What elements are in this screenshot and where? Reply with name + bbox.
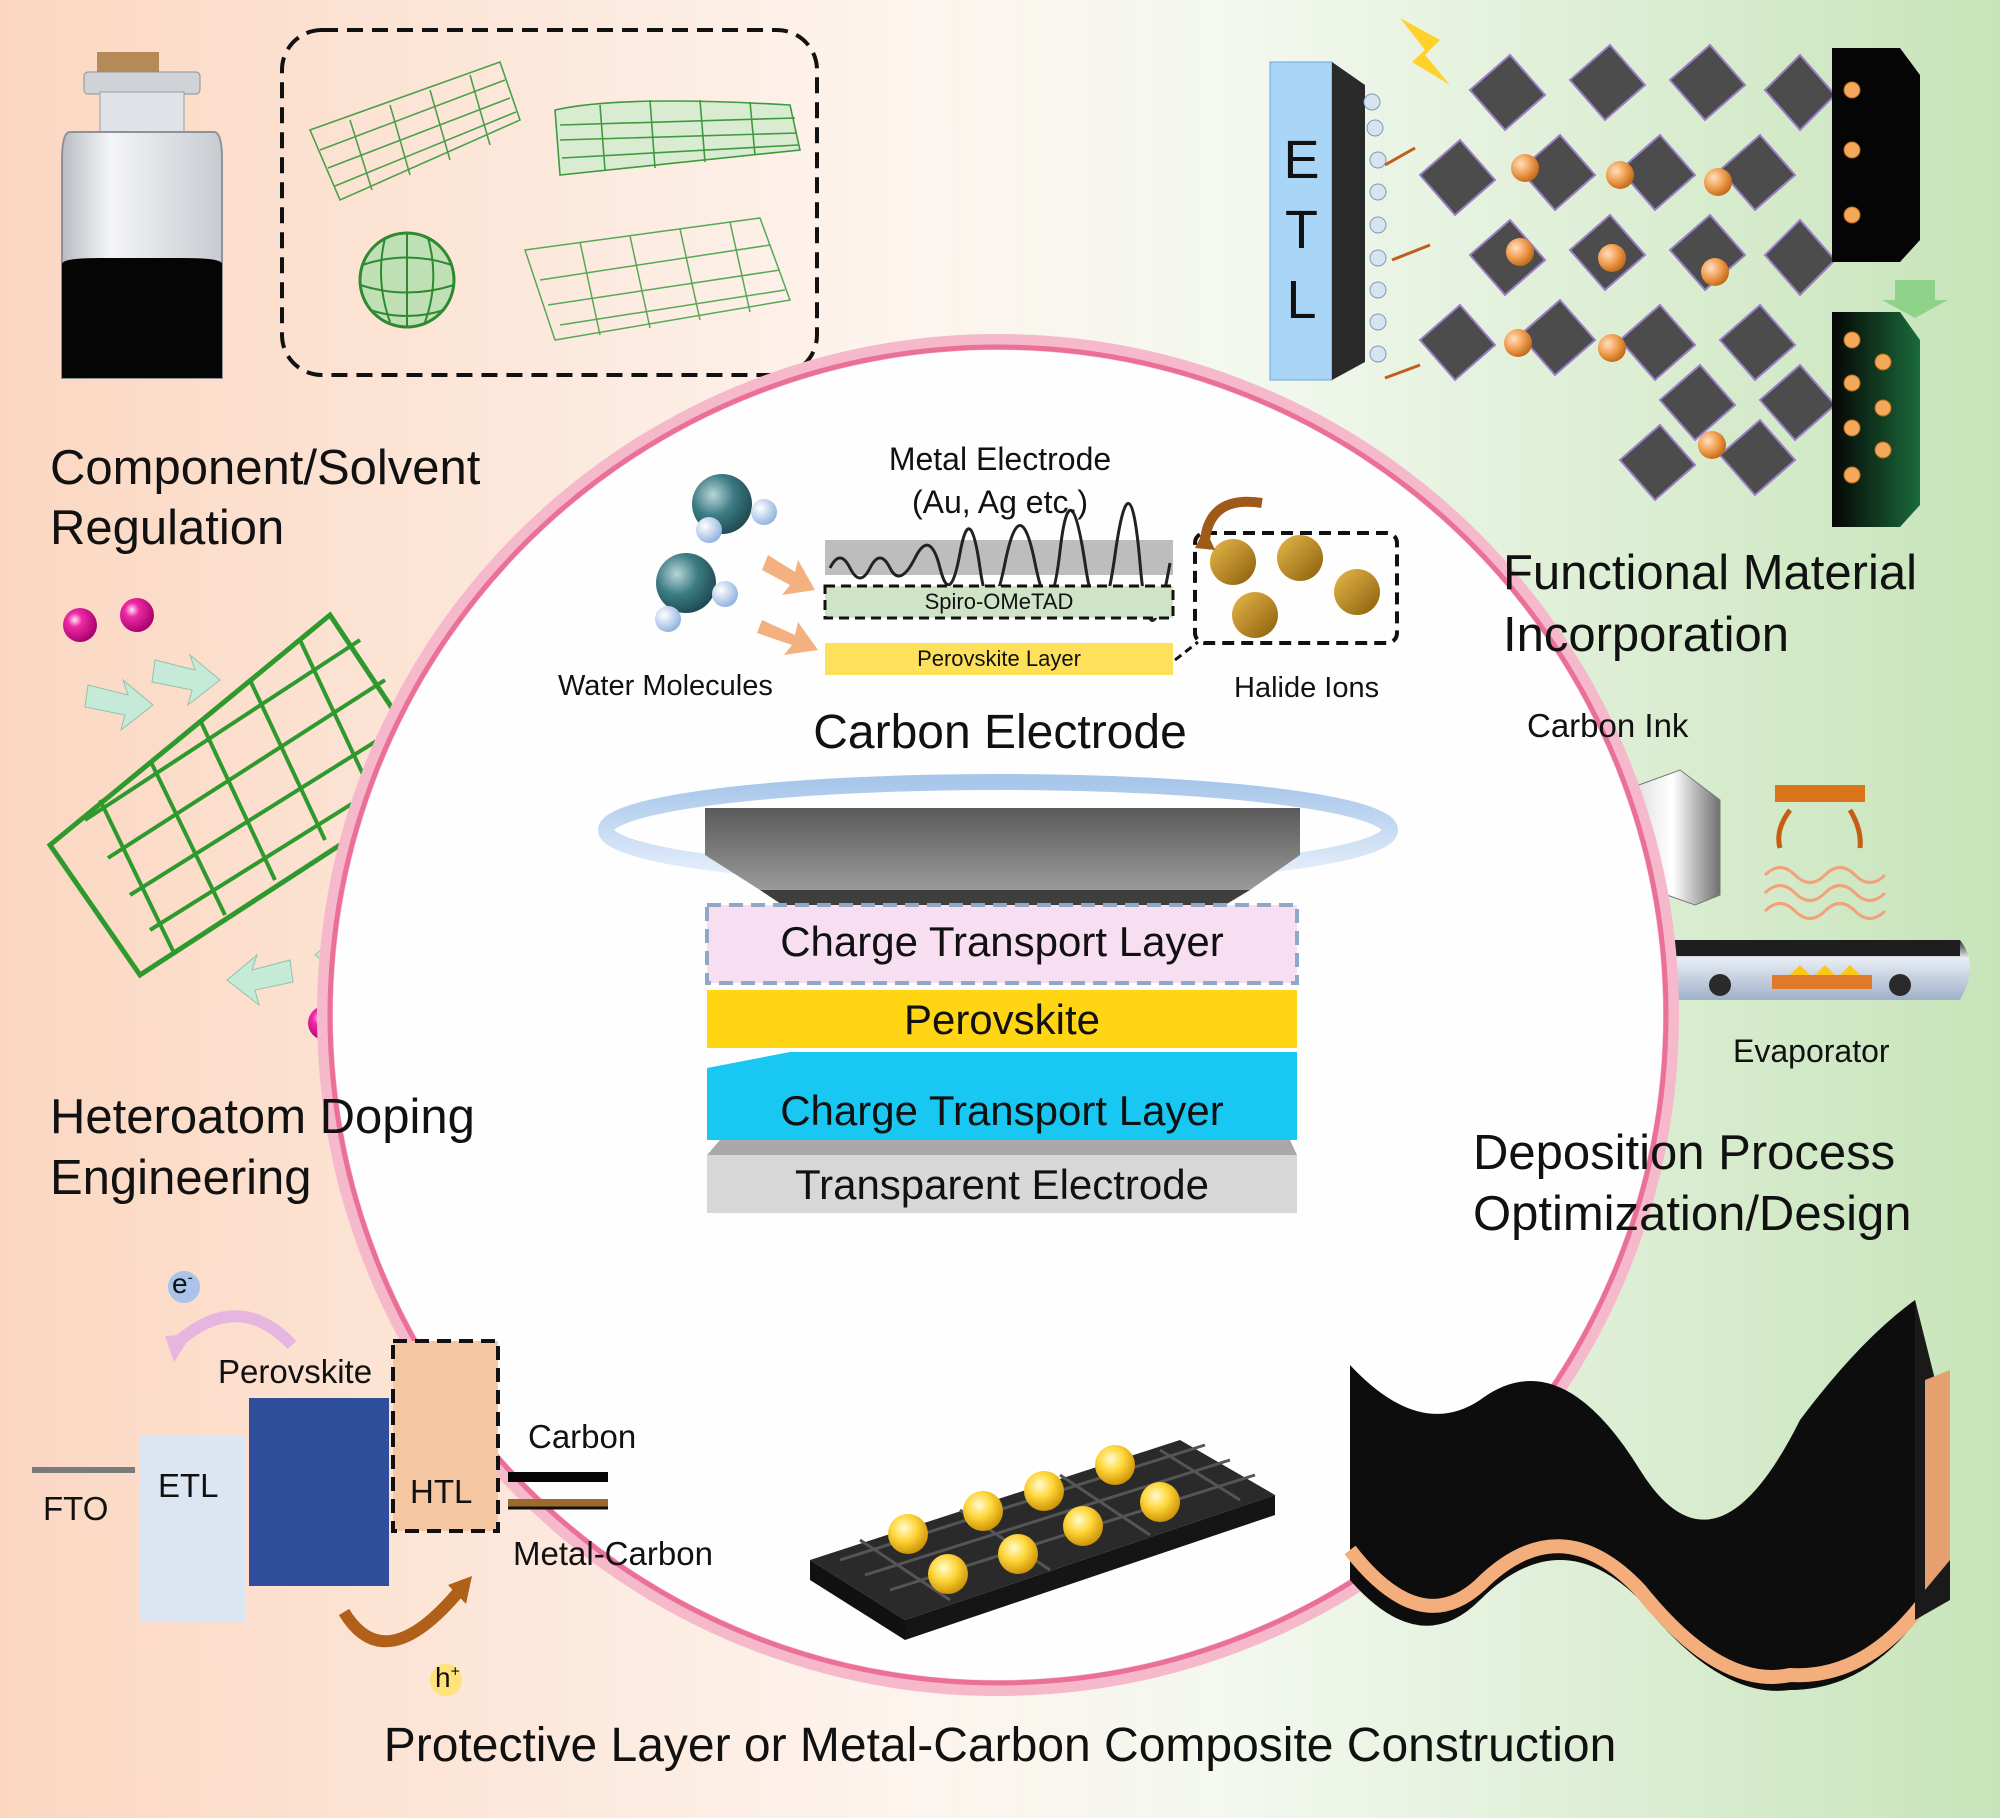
layer-charge-transport-top: Charge Transport Layer	[780, 918, 1224, 965]
fto-label: FTO	[43, 1490, 109, 1527]
metal-electrode-label-line1: Metal Electrode	[888, 441, 1112, 477]
device-layer-stack	[705, 903, 1299, 1213]
heteroatom-title-line1: Heteroatom Doping	[50, 1090, 475, 1144]
htl-band-label: HTL	[410, 1473, 473, 1510]
halide-ions-label: Halide Ions	[1234, 672, 1380, 704]
carbon-ink-label: Carbon Ink	[1527, 707, 1689, 744]
deposition-title-line1: Deposition Process	[1473, 1126, 1896, 1180]
halide-ions-box	[1174, 496, 1399, 662]
flexible-wave-electrode	[1344, 1300, 1952, 1691]
evaporator-heater	[1763, 785, 1887, 920]
component-solvent-title-line1: Component/Solvent	[50, 441, 481, 495]
etl-label: E T L	[1279, 125, 1324, 335]
perovskite-lattice	[1384, 43, 1837, 502]
carbon-nanomaterials-box	[280, 28, 819, 377]
layer-charge-transport-bottom: Charge Transport Layer	[780, 1087, 1224, 1134]
etl-letter-t: T	[1285, 200, 1318, 260]
hole-symbol: h+	[435, 1662, 460, 1693]
etl-band-label: ETL	[158, 1467, 219, 1504]
etl-electrode-panel	[1269, 61, 1365, 381]
functional-material-title-line2: Incorporation	[1503, 608, 1790, 662]
layer-perovskite: Perovskite	[903, 996, 1101, 1043]
spiro-ometad-label: Spiro-OMeTAD	[924, 589, 1074, 614]
woven-carbon-mesh	[810, 1440, 1275, 1640]
nanotube-graphic	[308, 60, 521, 202]
evaporator-label: Evaporator	[1733, 1033, 1890, 1069]
functional-material-title-line1: Functional Material	[1503, 546, 1917, 600]
water-molecules-label: Water Molecules	[558, 670, 773, 702]
carbon-band-label: Carbon	[528, 1418, 637, 1455]
center-circle-ring	[327, 344, 1669, 1686]
water-molecules-graphic	[655, 474, 818, 655]
bottom-title: Protective Layer or Metal-Carbon Composi…	[383, 1719, 1617, 1772]
metal-carbon-band-label: Metal-Carbon	[513, 1535, 713, 1572]
layer-transparent-electrode: Transparent Electrode	[795, 1161, 1209, 1208]
metal-electrode-stack	[823, 502, 1175, 675]
solvent-bottle	[61, 52, 223, 379]
lightning-icon	[1400, 18, 1450, 85]
etl-letter-e: E	[1283, 130, 1320, 190]
deposition-title-line2: Optimization/Design	[1473, 1187, 1912, 1241]
carbon-electrode-label: Carbon Electrode	[813, 706, 1187, 759]
energy-level-diagram	[32, 1271, 608, 1696]
stacked-graphene-graphic	[524, 217, 792, 341]
electron-dots	[1363, 93, 1387, 363]
electron-symbol: e-	[172, 1268, 193, 1299]
component-solvent-title-line2: Regulation	[50, 501, 285, 555]
metal-electrode-label-line2: (Au, Ag etc.)	[911, 484, 1089, 520]
perovskite-band-label: Perovskite	[218, 1353, 373, 1390]
perovskite-layer-label: Perovskite Layer	[917, 646, 1081, 671]
etl-letter-l: L	[1286, 270, 1317, 330]
hole-collector-panels	[1832, 48, 1948, 527]
heteroatom-title-line2: Engineering	[50, 1151, 312, 1205]
fullerene-graphic	[358, 231, 456, 329]
graphene-sheet-graphic	[554, 99, 801, 176]
